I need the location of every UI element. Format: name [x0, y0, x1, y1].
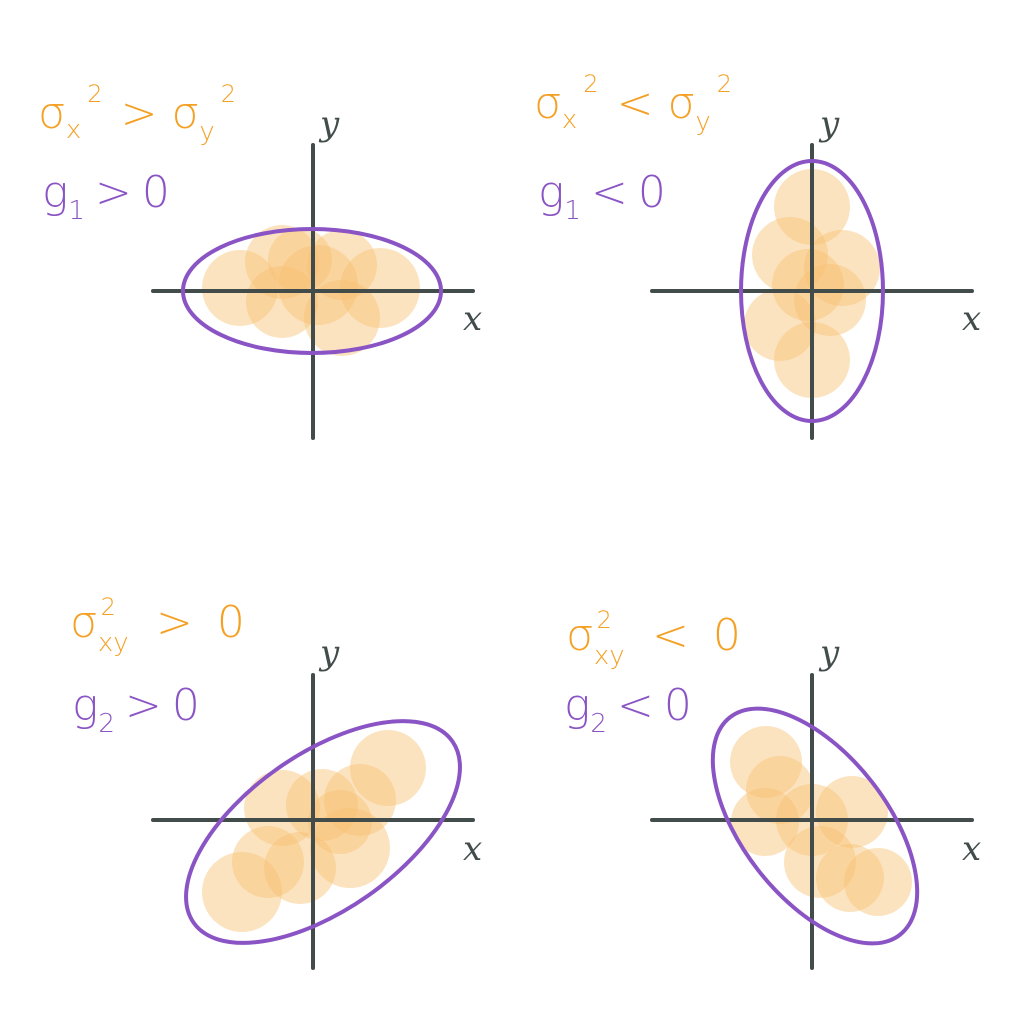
- var-sub-left: x: [562, 105, 577, 135]
- blob: [844, 848, 912, 916]
- blob: [202, 852, 282, 932]
- g-base: g: [564, 680, 590, 731]
- blob: [772, 249, 844, 321]
- x-axis-label: x: [463, 299, 482, 339]
- blob: [340, 248, 420, 328]
- g-operator: >: [95, 167, 132, 218]
- g-rhs: 0: [638, 167, 666, 218]
- y-axis-label: y: [318, 633, 340, 673]
- blob: [245, 225, 319, 299]
- ellipse-outline: [184, 719, 462, 945]
- var-sup-left: 2: [583, 70, 598, 98]
- panel-top-left: x y σx2>σy2 g1>0: [38, 80, 482, 440]
- blob: [202, 250, 278, 326]
- var-sub-left: xy: [594, 641, 625, 671]
- y-axis-label: y: [818, 633, 840, 673]
- g-sub: 2: [98, 709, 115, 739]
- blob: [746, 756, 814, 824]
- g-base: g: [72, 680, 98, 731]
- var-operator: <: [652, 610, 689, 661]
- var-operator: >: [156, 597, 193, 648]
- var-operator: <: [617, 78, 654, 129]
- var-sub-right: y: [199, 117, 214, 147]
- g-rhs: 0: [172, 680, 200, 731]
- variance-condition: σxy 2 <0: [566, 606, 741, 671]
- x-axis-label: x: [962, 299, 981, 339]
- blob: [244, 770, 320, 846]
- blob: [816, 844, 884, 912]
- blob: [752, 217, 828, 293]
- variance-condition: σx2<σy2: [534, 70, 732, 137]
- ellipse-outline: [181, 227, 443, 355]
- var-sup-left: 2: [87, 80, 102, 108]
- var-base-left: σ: [534, 78, 562, 129]
- var-operator: >: [121, 88, 158, 139]
- variance-condition: σxy 2 >0: [70, 593, 245, 658]
- ellipse-outline: [739, 159, 885, 423]
- g-base: g: [538, 167, 564, 218]
- blob: [307, 230, 377, 300]
- g-condition: g1 >0: [42, 167, 170, 226]
- blob: [350, 730, 426, 806]
- blob: [310, 808, 390, 888]
- g-operator: >: [125, 680, 162, 731]
- blob: [730, 726, 802, 798]
- var-sub-left: x: [66, 115, 81, 145]
- g-rhs: 0: [664, 680, 692, 731]
- blob: [784, 826, 856, 898]
- var-sup-right: 2: [221, 80, 236, 108]
- var-base-left: σ: [70, 597, 98, 648]
- var-sup-left: 2: [597, 606, 612, 634]
- g-operator: <: [617, 680, 654, 731]
- blob-cluster-top-left: [202, 225, 420, 356]
- blob: [246, 266, 318, 338]
- g-condition: g1 <0: [538, 167, 666, 226]
- var-base-left: σ: [566, 610, 594, 661]
- g-sub: 1: [68, 196, 85, 226]
- g-operator: <: [591, 167, 628, 218]
- blob: [286, 769, 358, 841]
- var-sup-right: 2: [717, 70, 732, 98]
- var-base-left: σ: [38, 88, 66, 139]
- g-condition: g2 <0: [564, 680, 692, 739]
- var-rhs: 0: [217, 597, 245, 648]
- var-sub-left: xy: [98, 628, 129, 658]
- blob-cluster-bottom-left: [202, 730, 426, 932]
- g-sub: 2: [590, 709, 607, 739]
- blob: [804, 230, 880, 306]
- g-base: g: [42, 167, 68, 218]
- y-axis-label: y: [818, 104, 840, 144]
- variance-condition: σx2>σy2: [38, 80, 236, 147]
- g-condition: g2 >0: [72, 680, 200, 739]
- ellipse-outline: [710, 706, 920, 946]
- blob: [232, 826, 304, 898]
- var-base-right: σ: [667, 78, 695, 129]
- y-axis-label: y: [318, 104, 340, 144]
- panel-bottom-left: x y σxy2>0 g2>0: [70, 593, 482, 970]
- blob: [744, 289, 816, 361]
- x-axis-label: x: [962, 829, 981, 869]
- x-axis-label: x: [463, 829, 482, 869]
- blob: [268, 228, 332, 292]
- blob: [264, 832, 336, 904]
- g-sub: 1: [564, 196, 581, 226]
- var-base-right: σ: [171, 88, 199, 139]
- var-sup-left: 2: [101, 593, 116, 621]
- var-rhs: 0: [713, 610, 741, 661]
- var-sub-right: y: [695, 107, 710, 137]
- blob: [304, 280, 380, 356]
- blob: [278, 245, 358, 325]
- blob: [816, 776, 888, 848]
- panel-top-right: x y σx2<σy2 g1<0: [534, 70, 981, 440]
- g-rhs: 0: [142, 167, 170, 218]
- blob-cluster-bottom-right: [730, 726, 912, 916]
- panel-bottom-right: x y σxy2<0 g2<0: [564, 606, 981, 970]
